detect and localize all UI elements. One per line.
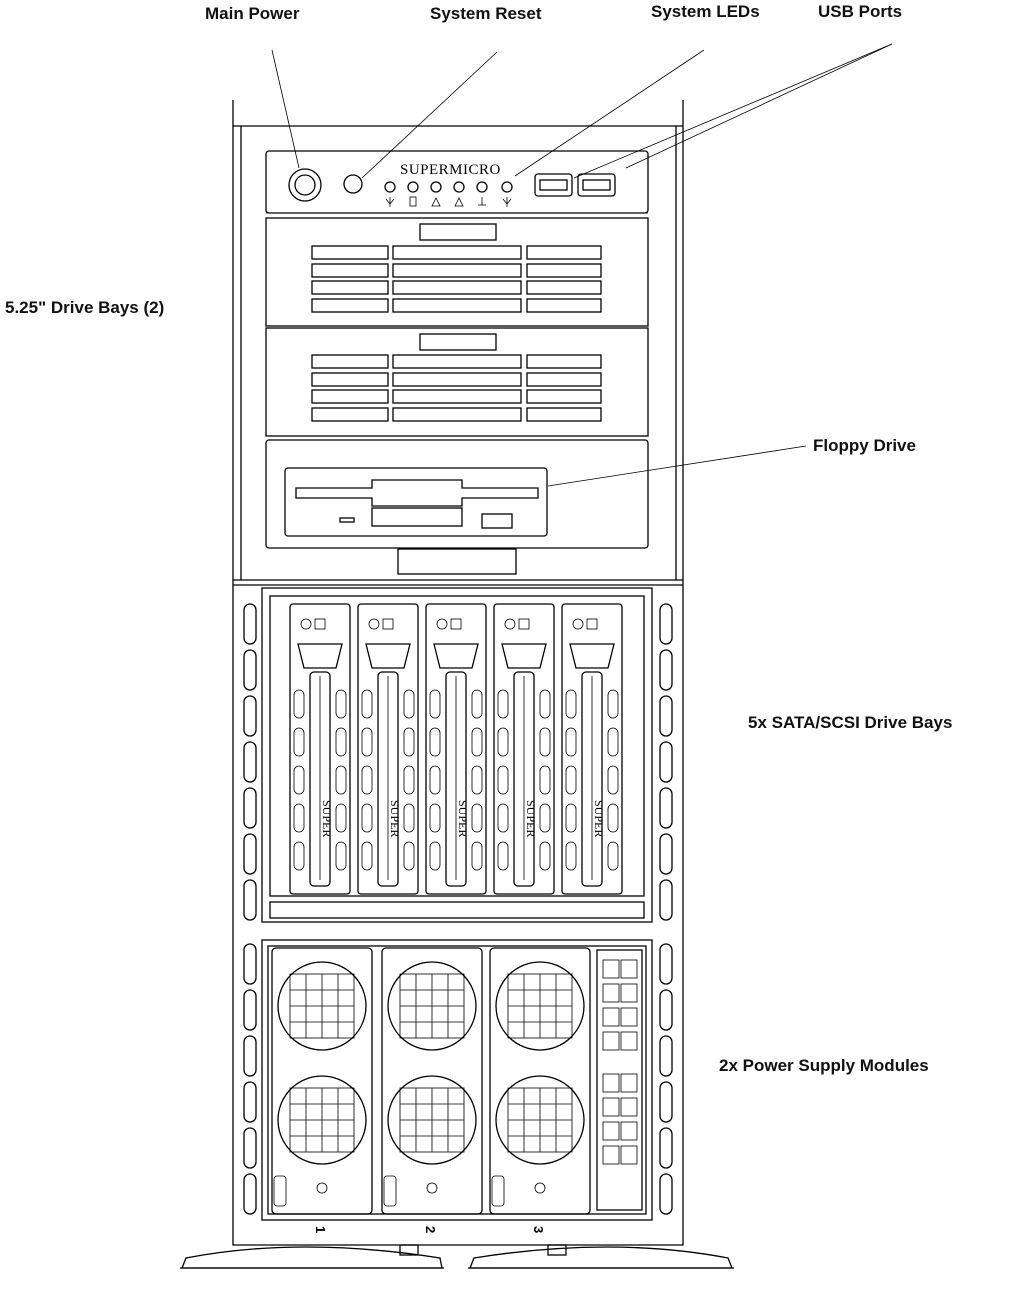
drive-tray: SUPER	[289, 603, 351, 895]
main-power-button	[288, 168, 322, 202]
label-drive-bays-525: 5.25" Drive Bays (2)	[5, 298, 165, 317]
psu-slot-number: 3	[531, 1226, 546, 1233]
power-supply-module: 1	[271, 947, 373, 1233]
control-panel: SUPERMICRO	[265, 150, 649, 214]
drive-tray-brand: SUPER	[320, 800, 334, 837]
power-supply-cage	[261, 939, 653, 1221]
system-reset-button	[343, 174, 363, 194]
side-vents-right	[659, 603, 673, 1215]
power-supply-module: 2	[381, 947, 483, 1233]
side-vents-left	[243, 603, 257, 1215]
label-usb-ports: USB Ports	[818, 2, 903, 21]
leader-lines	[271, 43, 893, 487]
drive-tray-brand: SUPER	[524, 800, 538, 837]
system-led-icons	[384, 181, 513, 207]
brand-logo: SUPERMICRO	[400, 162, 501, 178]
label-main-power: Main Power	[205, 4, 300, 23]
drive-tray-brand: SUPER	[592, 800, 606, 837]
drive-tray: SUPER	[493, 603, 555, 895]
drive-bay-525-bottom	[265, 327, 649, 437]
power-supply-module: 3	[489, 947, 591, 1233]
io-connector-panel	[596, 949, 643, 1211]
label-sata-scsi-bays: 5x SATA/SCSI Drive Bays	[748, 713, 953, 732]
label-system-leds: System LEDs	[651, 2, 760, 21]
drive-tray-brand: SUPER	[456, 800, 470, 837]
drive-tray: SUPER	[425, 603, 487, 895]
floppy-drive	[265, 439, 649, 575]
psu-slot-number: 1	[313, 1226, 328, 1233]
usb-ports	[534, 173, 616, 197]
sata-scsi-drive-cage	[261, 587, 653, 923]
label-system-reset: System Reset	[430, 4, 542, 23]
drive-bay-525-top	[265, 217, 649, 327]
psu-slot-number: 2	[423, 1226, 438, 1233]
drive-trays: SUPER SUPER SUPER SUPER SUPER	[289, 603, 623, 895]
chassis-feet	[180, 1244, 734, 1269]
drive-tray: SUPER	[561, 603, 623, 895]
drive-tray-brand: SUPER	[388, 800, 402, 837]
drive-tray: SUPER	[357, 603, 419, 895]
label-power-supply-modules: 2x Power Supply Modules	[719, 1056, 929, 1075]
label-floppy-drive: Floppy Drive	[813, 436, 916, 455]
power-supply-modules: 1 2 3	[271, 947, 591, 1233]
chassis-body	[232, 100, 684, 1246]
